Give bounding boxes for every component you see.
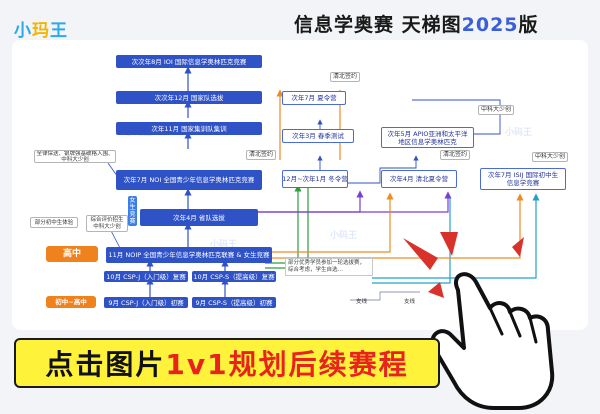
box-summer-camp[interactable]: 次年7月 夏令营	[282, 91, 346, 105]
watermark: 小码王	[505, 128, 533, 138]
logo-char-1: 小	[14, 21, 32, 41]
box-training-team[interactable]: 次年11月 国家集训队集训	[116, 122, 262, 135]
box-csp-j-final[interactable]: 10月 CSP-J（入门级）复赛	[104, 271, 188, 282]
box-tsinghua-summer[interactable]: 次年4月 清北夏令营	[381, 170, 457, 188]
logo-char-2: 玛	[32, 21, 50, 41]
box-csp-s-pre[interactable]: 9月 CSP-S（提高级）初赛	[192, 297, 276, 308]
banner-text: 点击图片	[45, 348, 166, 381]
box-winter-camp[interactable]: 12月~次年1月 冬令营	[282, 170, 348, 188]
box-apio[interactable]: 次年5月 APIO亚洲和太平洋地区信息学奥林匹克	[381, 127, 474, 148]
box-national-team[interactable]: 次次年12月 国家队选拔	[116, 91, 262, 104]
note-tsinghua-sign-1: 清北签约	[330, 72, 360, 82]
level-chuzhong: 初中~高中	[46, 296, 96, 308]
title-suffix: 版	[518, 14, 539, 36]
side-label-girls: 女生竞赛	[128, 196, 137, 226]
title-text: 信息学奥赛 天梯图	[294, 14, 462, 36]
box-noip[interactable]: 11月 NOIP 全国青少年信息学奥林匹克联赛 & 女生竞赛	[106, 247, 272, 263]
banner-highlight: 1v1规划后续赛程	[165, 348, 409, 381]
branch-label-1: 支线	[356, 299, 368, 305]
box-csp-s-final[interactable]: 10月 CSP-S（提高级）复赛	[192, 271, 276, 282]
box-csp-j-pre[interactable]: 9月 CSP-J（入门级）初赛	[104, 297, 188, 308]
page-title: 信息学奥赛 天梯图2025版	[294, 10, 539, 37]
branch-label-2: 支线	[404, 299, 416, 305]
box-ioi[interactable]: 次次年8月 IOI 国际信息学奥林匹克竞赛	[116, 55, 262, 68]
logo-char-3: 王	[50, 21, 68, 41]
box-isij[interactable]: 次年7月 ISIJ 国际初中生信息学竞赛	[480, 168, 566, 190]
note-ustc-2: 中科大少创	[532, 152, 568, 162]
pointing-hand-icon	[430, 272, 555, 410]
box-noi[interactable]: 次年7月 NOI 全国青少年信息学奥林匹克竞赛	[116, 170, 262, 190]
note-tsinghua-sign-2: 清北签约	[246, 150, 276, 160]
note-small-tip: 部分优秀学员参加一轮选拔赛，综合考虑，学生自选…	[285, 258, 373, 276]
level-gaozhong: 高中	[46, 246, 98, 262]
watermark: 小码王	[330, 231, 358, 241]
title-year: 2025	[461, 14, 519, 36]
brand-logo: 小玛王	[14, 16, 68, 41]
note-comprehensive: 综合评价招生 中科大少创	[86, 215, 128, 232]
note-ustc-1: 中科大少创	[478, 105, 514, 115]
watermark: 小码王	[210, 240, 238, 250]
note-guarantee: 全律保送、银牌强基破格入围、中科大少创	[34, 150, 116, 163]
box-provincial-team[interactable]: 次年4月 省队选拔	[140, 209, 258, 226]
note-admission: 部分初中生体验	[30, 217, 78, 228]
note-tsinghua-sign-3: 清北签约	[440, 150, 470, 160]
box-spring-test[interactable]: 次年3月 春季测试	[282, 129, 354, 143]
